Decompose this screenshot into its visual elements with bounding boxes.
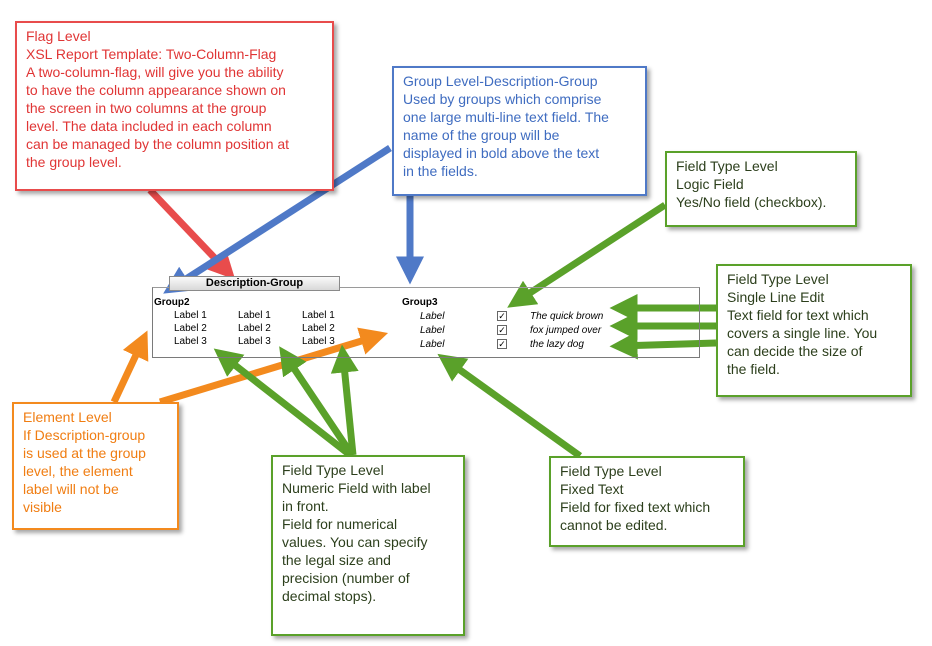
col1-label-1: Label 1 <box>174 310 207 321</box>
callout-line: the group level. <box>26 154 122 170</box>
callout-line: covers a single line. You <box>727 325 878 341</box>
callout-line: XSL Report Template: Two-Column-Flag <box>26 46 277 62</box>
fixed-text-arrow <box>437 353 583 459</box>
callout-line: in front. <box>282 498 329 514</box>
callout-line: Field Type Level <box>727 271 829 287</box>
callout-line: cannot be edited. <box>560 517 668 533</box>
callout-line: Yes/No field (checkbox). <box>676 194 827 210</box>
single-line-edit-2[interactable]: fox jumped over <box>530 325 602 336</box>
form-panel <box>152 287 700 358</box>
callout-line: If Description-group <box>23 427 146 443</box>
single-line-edit-3[interactable]: the lazy dog <box>530 339 584 350</box>
col2-label-2: Label 2 <box>238 323 271 334</box>
fixed-text-1: Label <box>420 311 445 322</box>
callout-line: in the fields. <box>403 163 478 179</box>
col3-label-3: Label 3 <box>302 336 335 347</box>
callout-line: the field. <box>727 361 780 377</box>
group-level-callout: Group Level-Description-Group Used by gr… <box>392 66 647 196</box>
col1-label-3: Label 3 <box>174 336 207 347</box>
callout-line: Field Type Level <box>282 462 384 478</box>
logic-checkbox-2[interactable]: ✓ <box>497 325 507 335</box>
callout-line: Group Level-Description-Group <box>403 73 598 89</box>
single-line-edit-callout: Field Type Level Single Line Edit Text f… <box>716 264 912 397</box>
callout-line: precision (number of <box>282 570 410 586</box>
callout-line: Used by groups which comprise <box>403 91 602 107</box>
callout-line: visible <box>23 499 62 515</box>
callout-line: Field for fixed text which <box>560 499 711 515</box>
fixed-text-3: Label <box>420 339 445 350</box>
callout-line: Fixed Text <box>560 481 624 497</box>
element-level-arrow <box>110 330 149 404</box>
flag-arrow <box>147 187 236 280</box>
callout-line: A two-column-flag, will give you the abi… <box>26 64 284 80</box>
single-line-edit-1[interactable]: The quick brown <box>530 311 604 322</box>
fixed-text-callout: Field Type Level Fixed Text Field for fi… <box>549 456 745 547</box>
numeric-field-callout: Field Type Level Numeric Field with labe… <box>271 455 465 636</box>
callout-line: to have the column appearance shown on <box>26 82 286 98</box>
group3-title: Group3 <box>402 297 438 308</box>
logic-checkbox-3[interactable]: ✓ <box>497 339 507 349</box>
callout-line: values. You can specify <box>282 534 428 550</box>
col2-label-3: Label 3 <box>238 336 271 347</box>
col2-label-1: Label 1 <box>238 310 271 321</box>
callout-line: is used at the group <box>23 445 146 461</box>
callout-line: displayed in bold above the text <box>403 145 600 161</box>
flag-level-callout: Flag Level XSL Report Template: Two-Colu… <box>15 21 334 191</box>
col3-label-1: Label 1 <box>302 310 335 321</box>
callout-line: Flag Level <box>26 28 91 44</box>
callout-line: the legal size and <box>282 552 391 568</box>
callout-line: label will not be <box>23 481 119 497</box>
callout-line: Field Type Level <box>676 158 778 174</box>
numeric-arrow-1 <box>213 348 353 458</box>
description-group-header: Description-Group <box>169 276 340 291</box>
callout-line: decimal stops). <box>282 588 377 604</box>
callout-line: can decide the size of <box>727 343 863 359</box>
callout-line: Text field for text which <box>727 307 869 323</box>
numeric-arrow-2 <box>279 346 355 457</box>
callout-line: one large multi-line text field. The <box>403 109 609 125</box>
group2-title: Group2 <box>154 297 190 308</box>
callout-line: Logic Field <box>676 176 744 192</box>
callout-line: Field for numerical <box>282 516 398 532</box>
callout-line: level, the element <box>23 463 133 479</box>
callout-line: Field Type Level <box>560 463 662 479</box>
logic-checkbox-1[interactable]: ✓ <box>497 311 507 321</box>
element-level-callout: Element Level If Description-group is us… <box>12 402 179 530</box>
callout-line: the screen in two columns at the group <box>26 100 267 116</box>
logic-field-callout: Field Type Level Logic Field Yes/No fiel… <box>665 151 857 227</box>
col1-label-2: Label 2 <box>174 323 207 334</box>
callout-line: level. The data included in each column <box>26 118 272 134</box>
fixed-text-2: Label <box>420 325 445 336</box>
callout-line: Single Line Edit <box>727 289 825 305</box>
callout-line: name of the group will be <box>403 127 560 143</box>
col3-label-2: Label 2 <box>302 323 335 334</box>
numeric-arrow-3 <box>330 344 359 456</box>
callout-line: Numeric Field with label <box>282 480 431 496</box>
callout-line: can be managed by the column position at <box>26 136 290 152</box>
callout-line: Element Level <box>23 409 112 425</box>
